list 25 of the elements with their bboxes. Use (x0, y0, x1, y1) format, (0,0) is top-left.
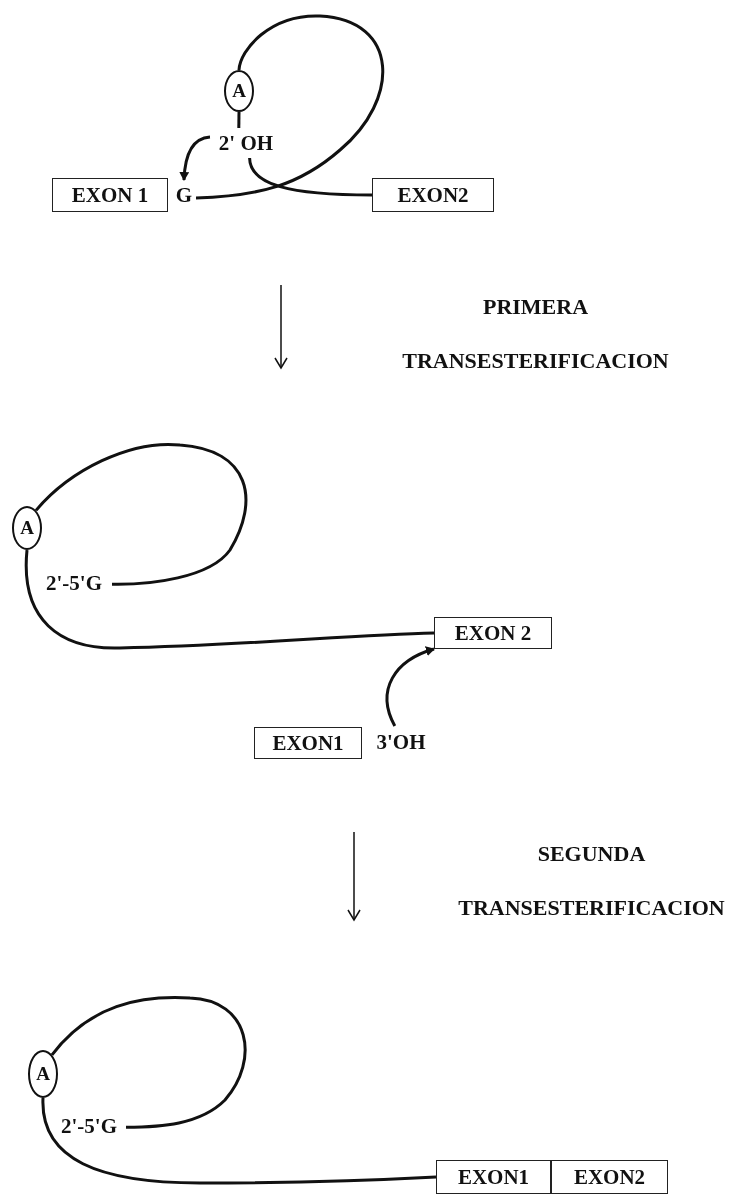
nucleotide-label: 2'-5'G (36, 570, 112, 596)
step-label: SEGUNDA TRANSESTERIFICACION (457, 840, 726, 922)
rna-strand (50, 996, 247, 1129)
exon-box: EXON 1 (52, 178, 168, 212)
exon-box: EXON2 (551, 1160, 668, 1194)
exon-box: EXON2 (372, 178, 494, 212)
nucleotide-label: 2' OH (210, 128, 282, 158)
nucleotide-label: G (172, 180, 196, 210)
exon-box: EXON 2 (434, 617, 552, 649)
rna-strand (41, 1097, 437, 1185)
adenosine-circle: A (12, 506, 42, 550)
rna-strand (195, 14, 384, 200)
adenosine-circle: A (224, 70, 254, 112)
exon-box: EXON1 (436, 1160, 551, 1194)
curved-arrow (385, 646, 435, 727)
nucleotide-label: 2'-5'G (52, 1113, 126, 1139)
exon-box: EXON1 (254, 727, 362, 759)
nucleotide-label: 3'OH (370, 726, 432, 758)
rna-strand (34, 443, 248, 586)
curved-arrow (179, 135, 211, 181)
rna-strand (24, 549, 435, 650)
step-label: PRIMERA TRANSESTERIFICACION (401, 293, 670, 375)
adenosine-circle: A (28, 1050, 58, 1098)
rna-strand (237, 112, 241, 128)
rna-strand (248, 157, 372, 197)
